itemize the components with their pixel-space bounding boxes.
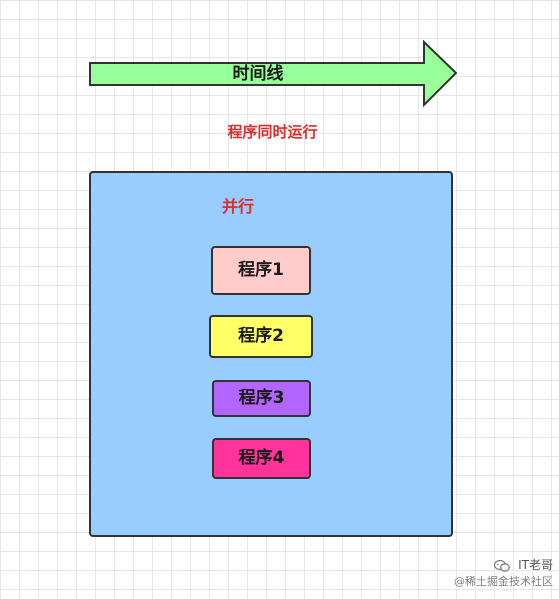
timeline-arrow-shape (89, 39, 458, 108)
watermark-account-line: IT老哥 (353, 557, 553, 574)
program-4-box: 程序4 (212, 438, 311, 479)
watermark: IT老哥 @稀土掘金技术社区 (353, 557, 553, 597)
timeline-arrow (89, 39, 458, 108)
program-2-box: 程序2 (209, 315, 313, 358)
wechat-icon (494, 559, 511, 572)
watermark-source: @稀土掘金技术社区 (454, 575, 553, 589)
watermark-account: IT老哥 (518, 558, 553, 572)
parallel-title: 并行 (221, 197, 254, 216)
timeline-label: 时间线 (232, 64, 284, 84)
program-3-box: 程序3 (212, 380, 311, 417)
program-1-box: 程序1 (211, 246, 311, 295)
simultaneous-run-annotation: 程序同时运行 (227, 123, 318, 141)
